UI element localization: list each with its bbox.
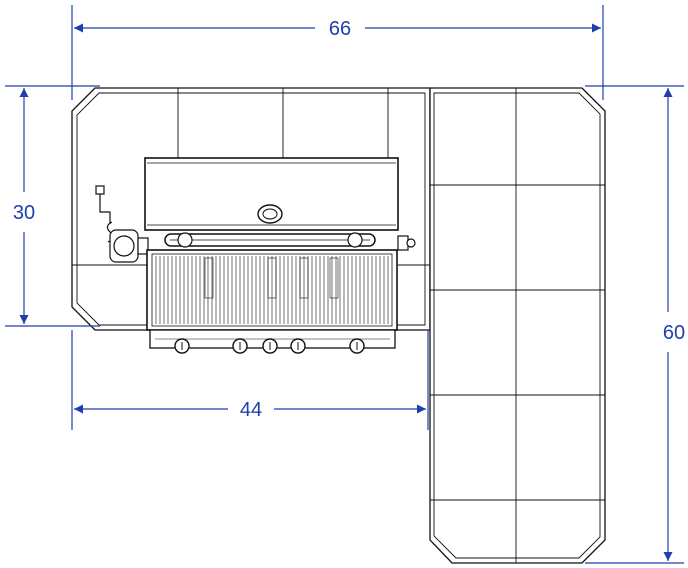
label-left-depth: 30	[13, 202, 35, 224]
right-side-knob-icon	[397, 235, 416, 251]
cooking-grates	[155, 256, 389, 324]
grill	[95, 157, 416, 354]
rotisserie-motor-icon	[95, 185, 149, 263]
grill-emblem-icon	[257, 204, 283, 224]
grill-handle	[164, 232, 376, 248]
label-right-depth: 60	[663, 322, 685, 344]
left-countertop-grid	[72, 88, 430, 266]
burner-tube	[204, 257, 214, 299]
burner-tube	[329, 257, 339, 299]
dimension-lines	[5, 5, 684, 564]
right-countertop-grid	[430, 88, 605, 563]
label-overall-width: 66	[329, 18, 351, 40]
right-countertop	[429, 87, 606, 564]
label-left-width: 44	[240, 399, 262, 421]
burner-tube	[299, 257, 309, 299]
burner-knobs	[174, 338, 365, 354]
dimension-labels: 66 30 44 60	[13, 18, 685, 421]
burner-tube	[267, 257, 277, 299]
